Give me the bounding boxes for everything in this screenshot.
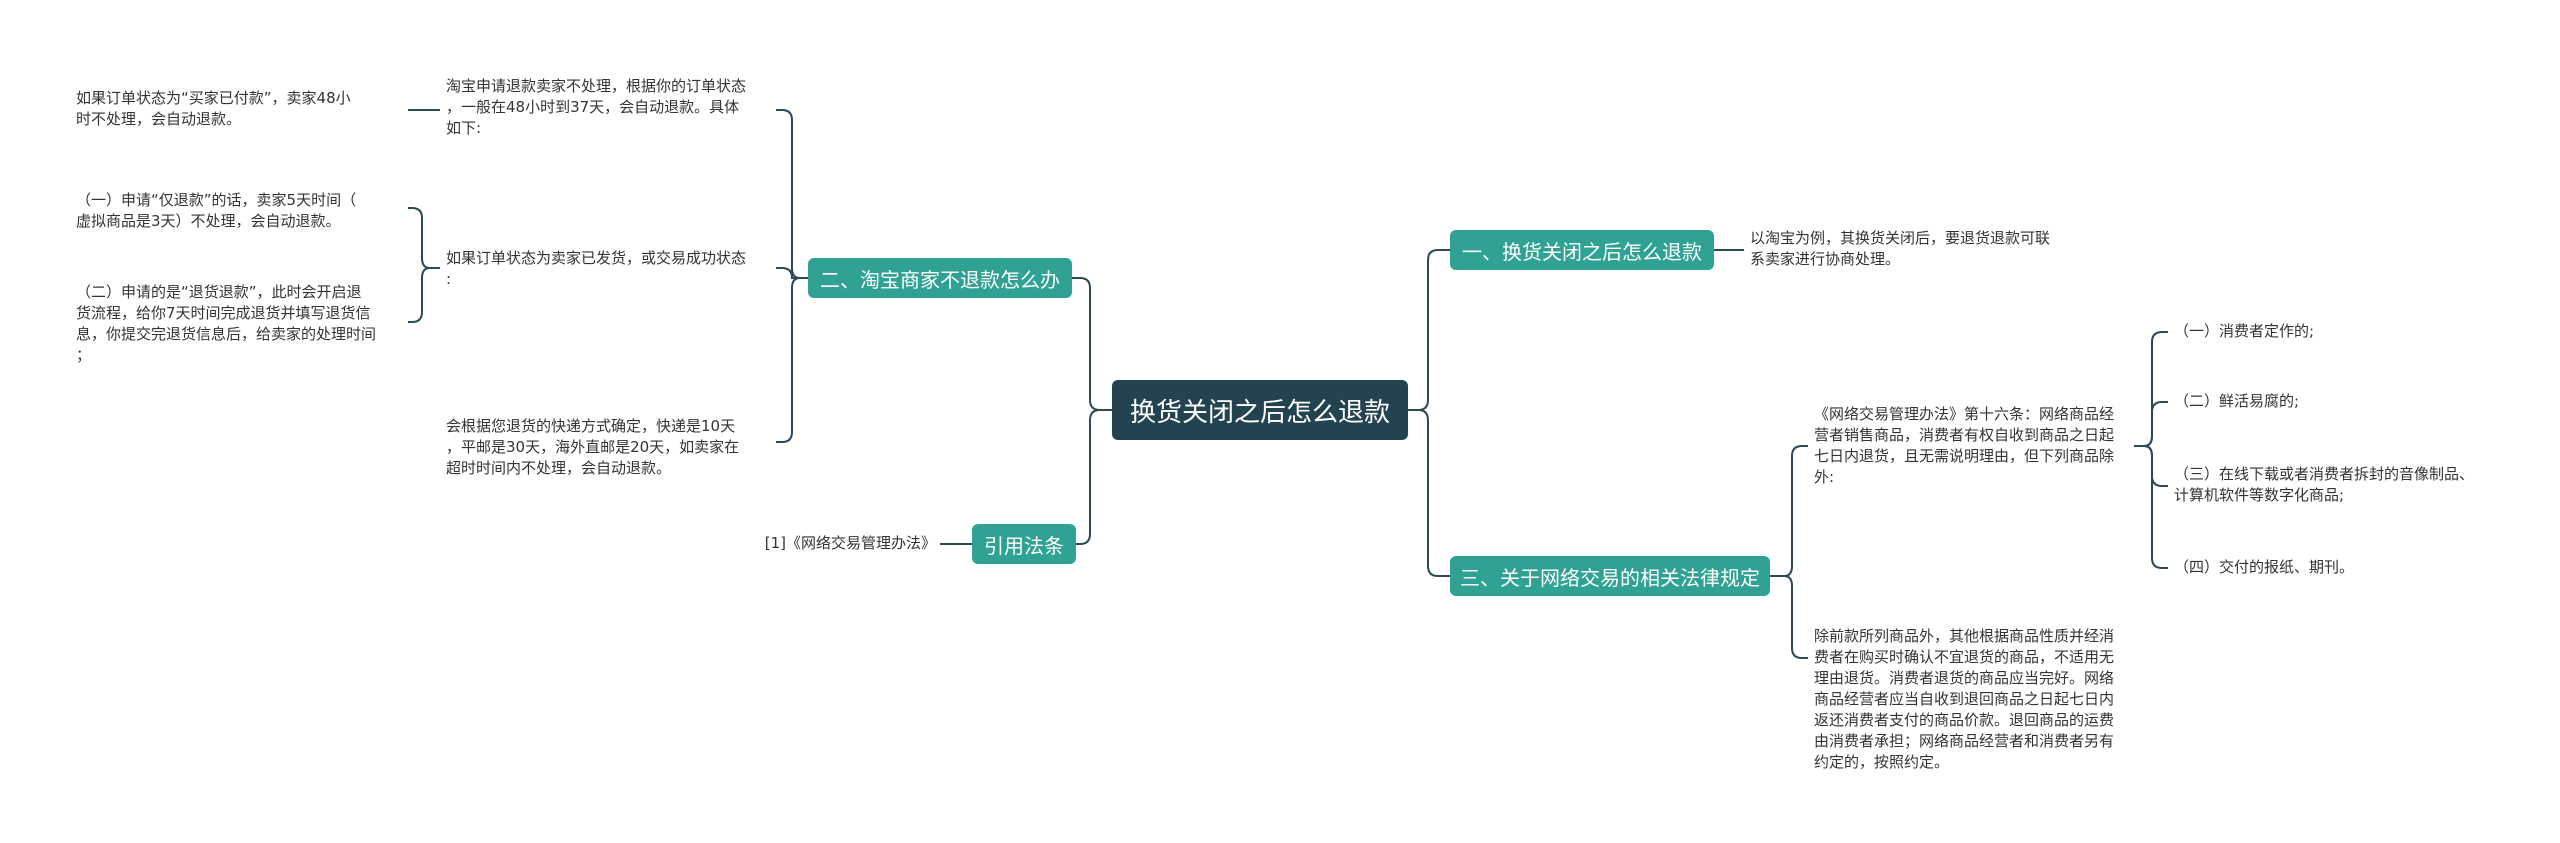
root-topic[interactable]: 换货关闭之后怎么退款 bbox=[1112, 380, 1408, 440]
leaf-exception-2: （二）鲜活易腐的; bbox=[2174, 392, 2300, 410]
leaf-other-goods-rules: 除前款所列商品外，其他根据商品性质并经消 费者在购买时确认不宜退货的商品，不适用… bbox=[1814, 627, 2115, 771]
leaf-exception-1: （一）消费者定作的; bbox=[2174, 322, 2315, 340]
branch-refund-after-exchange[interactable]: 一、换货关闭之后怎么退款 bbox=[1450, 230, 1714, 270]
leaf-seller-shipped-status: 如果订单状态为卖家已发货，或交易成功状态 : bbox=[446, 249, 747, 288]
leaf-return-refund: （二）申请的是“退货退款”，此时会开启退 货流程，给你7天时间完成退货并填写退货… bbox=[76, 283, 377, 364]
leaf-exception-3: （三）在线下载或者消费者拆封的音像制品、 计算机软件等数字化商品; bbox=[2174, 465, 2475, 504]
leaf-exception-4: （四）交付的报纸、期刊。 bbox=[2174, 558, 2355, 576]
leaf-taobao-example: 以淘宝为例，其换货关闭后，要退货退款可联 系卖家进行协商处理。 bbox=[1750, 229, 2051, 268]
leaf-cited-law-reference: [1]《网络交易管理办法》 bbox=[764, 534, 936, 552]
branch-legal-provisions[interactable]: 三、关于网络交易的相关法律规定 bbox=[1450, 556, 1770, 596]
leaf-article-16: 《网络交易管理办法》第十六条：网络商品经 营者销售商品，消费者有权自收到商品之日… bbox=[1814, 405, 2115, 486]
branch-cited-law[interactable]: 引用法条 bbox=[972, 524, 1076, 564]
leaf-express-timeouts: 会根据您退货的快递方式确定，快递是10天 ，平邮是30天，海外直邮是20天，如卖… bbox=[446, 417, 740, 477]
branch-taobao-no-refund[interactable]: 二、淘宝商家不退款怎么办 bbox=[808, 258, 1072, 298]
leaf-refund-only: （一）申请“仅退款”的话，卖家5天时间（ 虚拟商品是3天）不处理，会自动退款。 bbox=[76, 191, 357, 230]
leaf-taobao-refund-overview: 淘宝申请退款卖家不处理，根据你的订单状态 ，一般在48小时到37天，会自动退款。… bbox=[446, 77, 747, 137]
leaf-buyer-paid-48h: 如果订单状态为“买家已付款”，卖家48小 时不处理，会自动退款。 bbox=[76, 89, 351, 128]
